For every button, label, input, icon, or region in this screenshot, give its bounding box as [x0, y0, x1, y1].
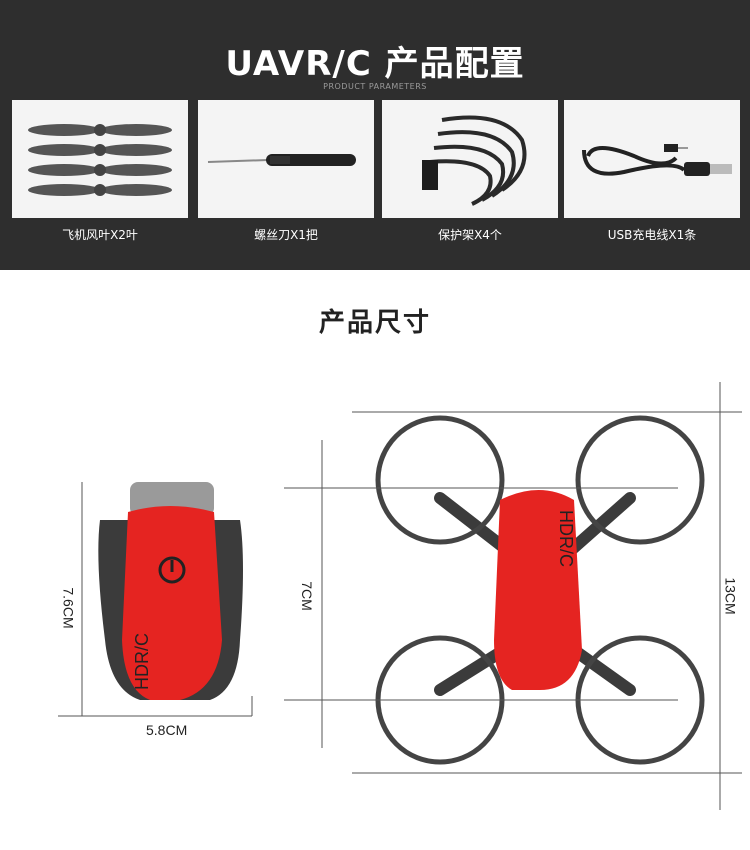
accessory-propellers	[12, 100, 188, 218]
unfolded-drone-illustration: HDR/C	[375, 415, 705, 765]
usb-cable-icon	[582, 144, 732, 176]
unfolded-width-label: 13CM	[722, 577, 739, 615]
screwdriver-icon	[207, 154, 356, 166]
propeller-icon	[28, 124, 172, 196]
folded-drone-illustration: HDR/C	[98, 482, 243, 700]
accessory-usb-cable	[564, 100, 740, 218]
accessory-guards-label: 保护架X4个	[438, 228, 502, 242]
dimensions-title: 产品尺寸	[318, 308, 431, 338]
propeller-guard-icon	[422, 115, 527, 206]
accessory-propellers-label: 飞机风叶X2叶	[62, 228, 138, 242]
folded-width-label: 5.8CM	[146, 722, 188, 738]
unfolded-body-text: HDR/C	[556, 510, 576, 567]
folded-body-text: HDR/C	[132, 633, 152, 690]
accessory-guards	[382, 100, 558, 218]
unfolded-length-label: 7CM	[298, 581, 315, 611]
page-subtitle: PRODUCT PARAMETERS	[323, 82, 427, 91]
folded-length-label: 7.6CM	[60, 587, 77, 629]
accessory-screwdriver	[198, 100, 374, 218]
accessory-usb-cable-label: USB充电线X1条	[607, 228, 697, 242]
accessory-screwdriver-label: 螺丝刀X1把	[254, 228, 318, 242]
page-title: UAVR/C 产品配置	[225, 44, 525, 84]
